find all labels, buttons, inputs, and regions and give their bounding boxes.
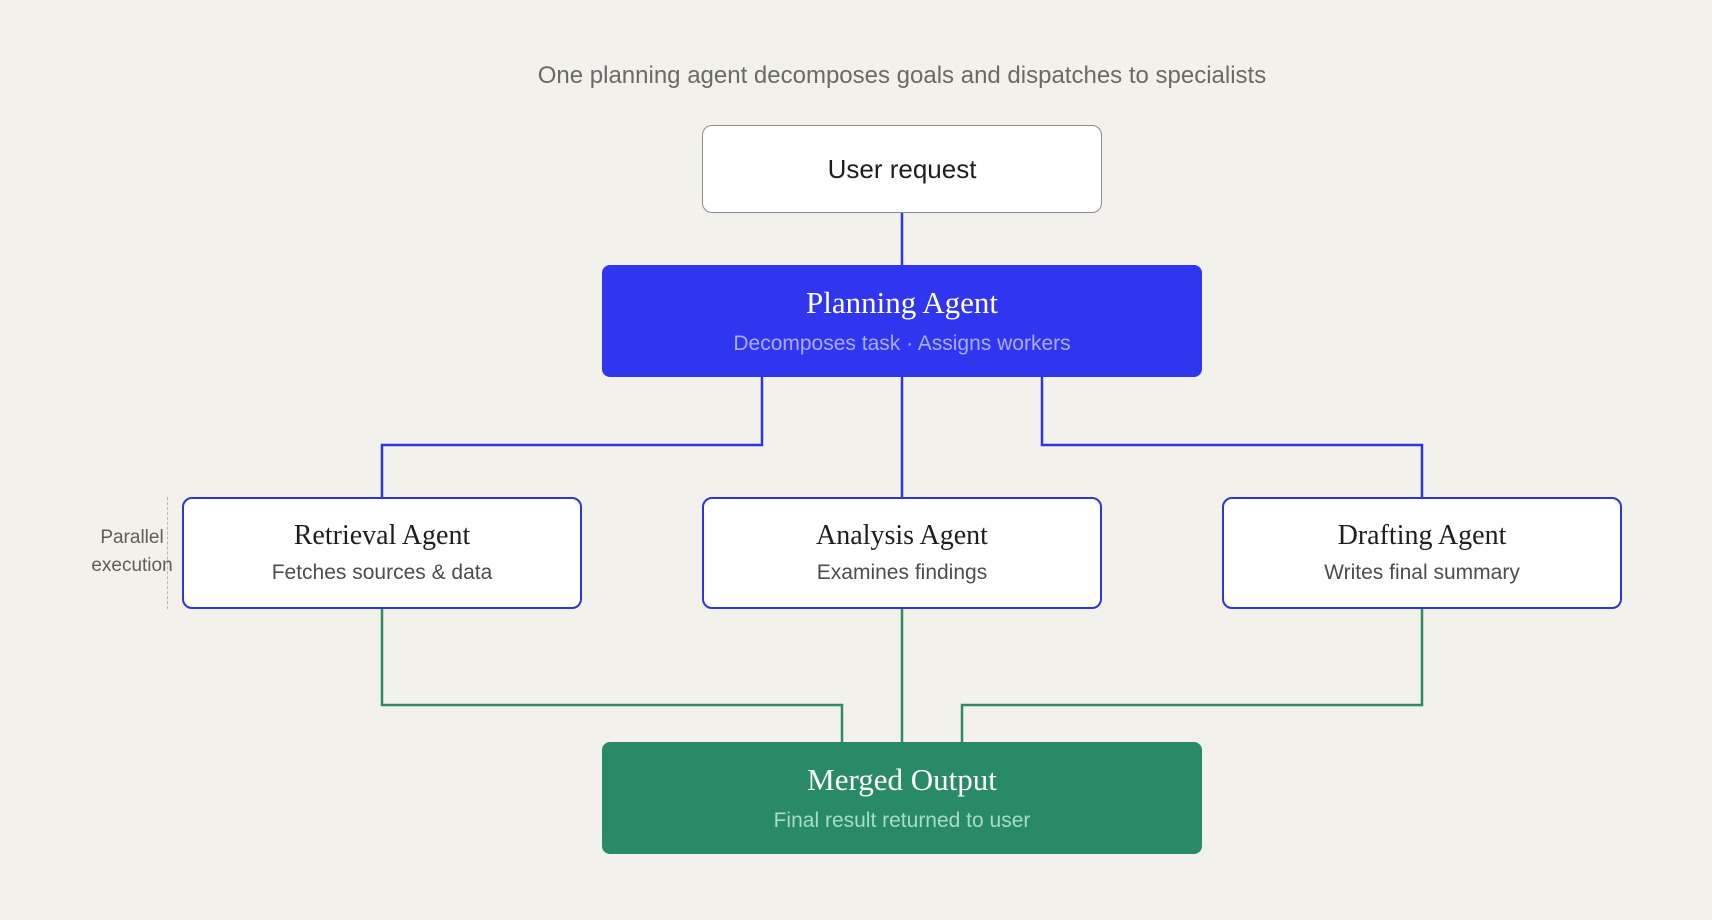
diagram-caption: One planning agent decomposes goals and … <box>537 62 1267 89</box>
analysis-agent-node: Analysis Agent Examines findings <box>702 497 1102 609</box>
parallel-execution-line2: execution <box>91 555 173 576</box>
retrieval-agent-subtitle: Fetches sources & data <box>271 561 493 584</box>
planning-agent-subtitle: Decomposes task · Assigns workers <box>733 332 1071 355</box>
merged-output-subtitle: Final result returned to user <box>773 809 1031 832</box>
analysis-agent-subtitle: Examines findings <box>816 561 988 584</box>
connector-planning-to-retrieval <box>380 377 764 497</box>
connector-drafting-to-output <box>960 609 1424 742</box>
planning-agent-node: Planning Agent Decomposes task · Assigns… <box>602 265 1202 377</box>
connector-planning-to-drafting <box>1040 377 1424 497</box>
retrieval-agent-node: Retrieval Agent Fetches sources & data <box>182 497 582 609</box>
planning-agent-title: Planning Agent <box>805 285 999 320</box>
merged-output-title: Merged Output <box>807 762 997 797</box>
drafting-agent-node: Drafting Agent Writes final summary <box>1222 497 1622 609</box>
drafting-agent-title: Drafting Agent <box>1337 520 1507 551</box>
connector-retrieval-to-output <box>380 609 844 742</box>
drafting-agent-subtitle: Writes final summary <box>1324 561 1520 584</box>
parallel-execution-rule <box>167 497 168 609</box>
parallel-execution-line1: Parallel <box>100 527 164 548</box>
analysis-agent-title: Analysis Agent <box>816 520 988 551</box>
user-request-label: User request <box>827 153 977 184</box>
merged-output-node: Merged Output Final result returned to u… <box>602 742 1202 854</box>
user-request-node: User request <box>702 125 1102 213</box>
parallel-execution-label: Parallel execution <box>82 524 182 580</box>
retrieval-agent-title: Retrieval Agent <box>293 520 471 551</box>
